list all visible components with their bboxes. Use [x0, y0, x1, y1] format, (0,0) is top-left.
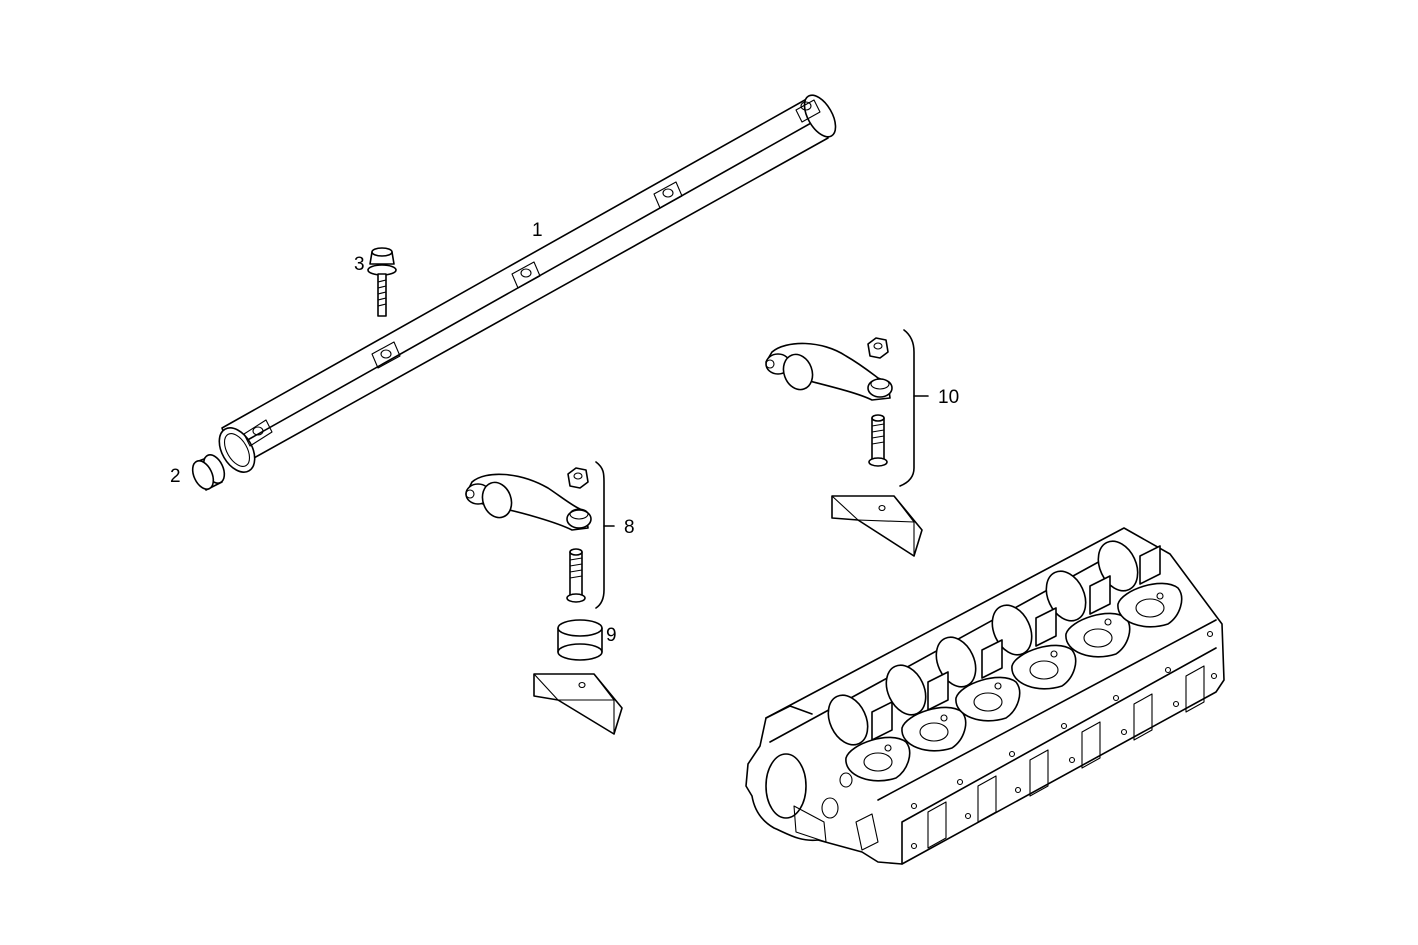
wedge-block-upper	[831, 495, 923, 557]
cylinder-head	[745, 527, 1225, 865]
callout-3: 3	[354, 254, 365, 275]
end-plug	[191, 454, 226, 491]
callout-2: 2	[170, 466, 181, 487]
bush-9	[557, 619, 603, 661]
callout-9: 9	[606, 625, 617, 646]
wedge-block-lower	[533, 673, 623, 735]
callout-8: 8	[624, 517, 635, 538]
callout-10: 10	[938, 387, 959, 408]
rocker-shaft	[218, 94, 837, 473]
callout-1: 1	[532, 220, 543, 241]
flange-bolt	[367, 247, 397, 317]
rocker-arm-assembly-8	[465, 461, 615, 609]
rocker-arm-assembly-10	[765, 329, 929, 487]
